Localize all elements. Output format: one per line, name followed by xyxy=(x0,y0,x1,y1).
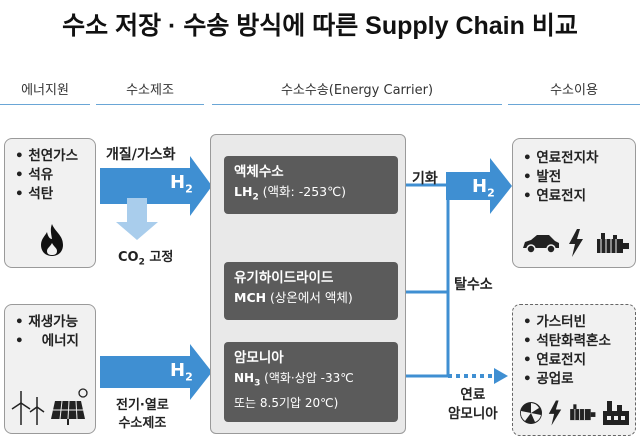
h2-label-right: H2 xyxy=(472,176,495,200)
fuel-ammonia-label: 연료 암모니아 xyxy=(448,387,498,422)
fuel-cell-icon xyxy=(570,404,596,421)
carrier-nh3-box: 암모니아 NH3 (액화·상압 -33℃ 또는 8.5기압 20℃) xyxy=(224,342,398,422)
list-item: 연료전지차 xyxy=(523,149,598,168)
header-usage: 수소이용 xyxy=(508,78,640,105)
arrow-renewable-to-carrier xyxy=(100,344,212,400)
carrier-mch-detail: MCH (상온에서 액체) xyxy=(234,290,353,305)
header-production: 수소제조 xyxy=(96,78,204,105)
flame-icon xyxy=(41,224,63,256)
arrow-fossil-to-carrier xyxy=(100,156,212,216)
hydrogen-usage-box: 연료전지차 발전 연료전지 xyxy=(512,138,636,268)
list-item: 재생가능 xyxy=(15,313,79,332)
gasify-label: 기화 xyxy=(412,171,438,187)
header-carrier: 수소수송(Energy Carrier) xyxy=(212,78,502,105)
list-item: 연료전지 xyxy=(523,351,611,370)
fuel-cell-icon xyxy=(597,233,629,253)
header-energy-source: 에너지원 xyxy=(0,78,90,105)
list-item: 석유 xyxy=(15,166,78,185)
lightning-icon xyxy=(548,400,562,426)
carrier-nh3-name: 암모니아 xyxy=(234,350,284,366)
ammonia-usage-box: 가스터빈 석탄화력혼소 연료전지 공업로 xyxy=(512,304,636,436)
reforming-label: 개질/가스화 xyxy=(106,147,176,163)
list-item: 천연가스 xyxy=(15,147,78,166)
lightning-icon xyxy=(569,229,583,257)
hydrogen-usage-list: 연료전지차 발전 연료전지 xyxy=(523,149,598,206)
wind-turbine-icon xyxy=(11,391,45,425)
list-item: 공업로 xyxy=(523,370,611,389)
list-item: 연료전지 xyxy=(523,187,598,206)
dehydrogenation-label: 탈수소 xyxy=(454,277,493,293)
arrow-ammonia-to-usage xyxy=(494,368,508,384)
list-item: 석탄화력혼소 xyxy=(523,332,611,351)
gas-turbine-icon xyxy=(520,402,542,424)
car-icon xyxy=(523,235,559,254)
co2-fixation-label: CO2 고정 xyxy=(118,250,174,268)
carrier-lh2-box: 액체수소 LH2 (액화: -253℃) xyxy=(224,156,398,214)
ammonia-usage-list: 가스터빈 석탄화력혼소 연료전지 공업로 xyxy=(523,313,611,389)
carrier-mch-box: 유기하이드라이드 MCH (상온에서 액체) xyxy=(224,262,398,320)
arrow-co2-down xyxy=(116,198,158,240)
page-title: 수소 저장 · 수송 방식에 따른 Supply Chain 비교 xyxy=(62,12,578,40)
solar-panel-icon xyxy=(51,388,88,425)
arrow-h2-to-usage xyxy=(446,158,512,214)
fossil-source-list: 천연가스 석유 석탄 xyxy=(15,147,78,204)
h2-label-top: H2 xyxy=(170,172,193,196)
carrier-nh3-detail: NH3 (액화·상압 -33℃ xyxy=(234,371,354,389)
list-item: 발전 xyxy=(523,168,598,187)
carrier-lh2-name: 액체수소 xyxy=(234,164,284,180)
carrier-mch-name: 유기하이드라이드 xyxy=(234,270,334,286)
electrolysis-label: 전기·열로 수소제조 xyxy=(116,398,169,431)
carrier-nh3-detail2: 또는 8.5기압 20℃) xyxy=(234,396,339,411)
renewable-source-box: 재생가능 • 에너지 xyxy=(4,304,96,434)
renewable-source-list: 재생가능 • 에너지 xyxy=(15,313,79,351)
h2-label-bottom: H2 xyxy=(170,360,193,384)
list-item: 가스터빈 xyxy=(523,313,611,332)
factory-icon xyxy=(603,401,629,425)
fossil-source-box: 천연가스 석유 석탄 xyxy=(4,138,96,268)
carrier-lh2-detail: LH2 (액화: -253℃) xyxy=(234,184,347,203)
list-item: 석탄 xyxy=(15,185,78,204)
list-item-continued: • 에너지 xyxy=(15,332,79,351)
